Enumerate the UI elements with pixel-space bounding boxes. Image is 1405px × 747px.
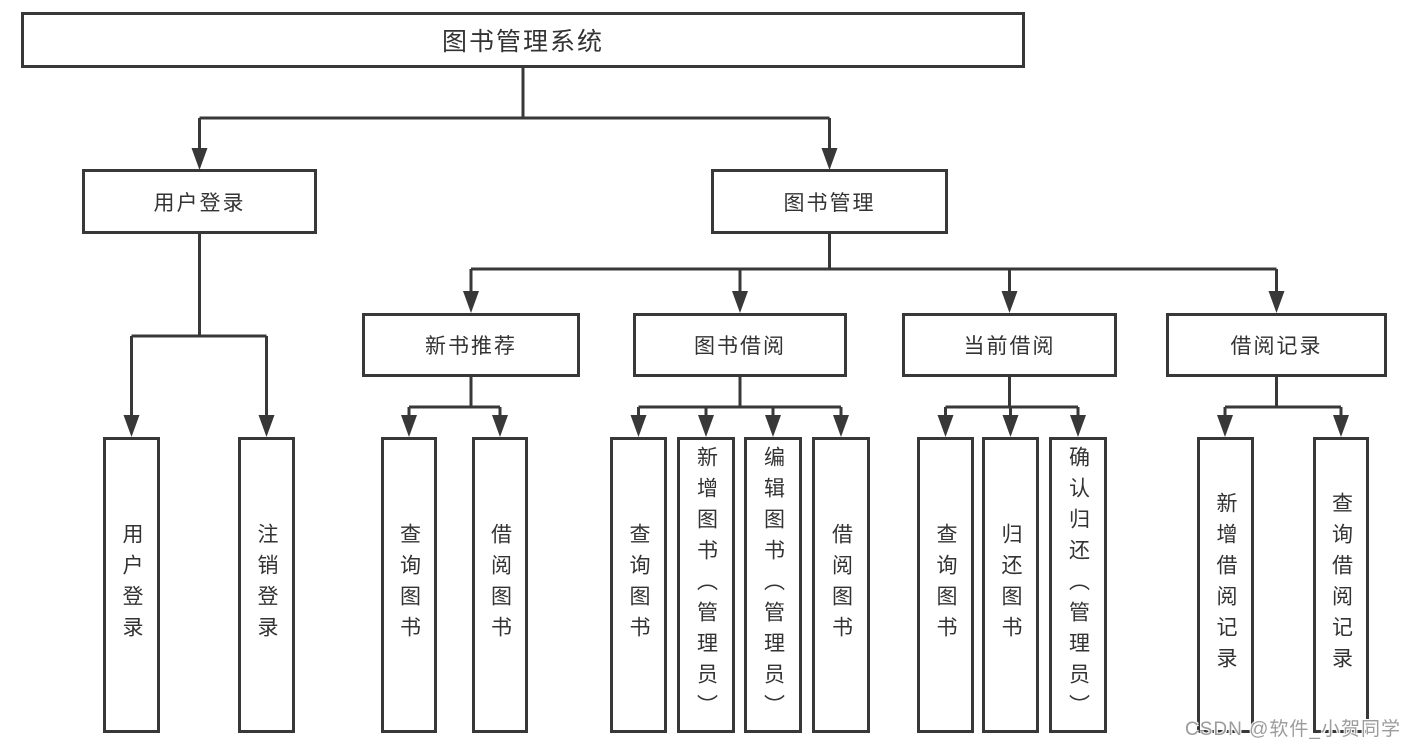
arrowhead-icon: [1002, 415, 1019, 437]
tree-edge-lines: [130, 68, 1343, 420]
node-book-management: 图书管理: [711, 169, 948, 234]
leaf-rec-borrow-book-label: 借阅图书: [488, 523, 512, 647]
arrowhead-icon: [1001, 291, 1018, 313]
node-root-label: 图书管理系统: [441, 28, 604, 56]
csdn-watermark: CSDN @软件_小贺同学: [1185, 719, 1401, 740]
leaf-br-query-record: 查询借阅记录: [1313, 437, 1369, 733]
arrowhead-icon: [1070, 415, 1086, 437]
leaf-br-query-record-label: 查询借阅记录: [1329, 492, 1353, 678]
node-new-book-recommend-label: 新书推荐: [425, 335, 517, 358]
leaf-cb-confirm-return-admin-label: 确认归还（管理员）: [1066, 445, 1090, 725]
arrowhead-icon: [1268, 291, 1285, 313]
leaf-logout: 注销登录: [238, 437, 295, 733]
arrowhead-icon: [937, 415, 954, 437]
arrowhead-icon: [765, 415, 781, 437]
arrowhead-icon: [492, 415, 508, 437]
node-book-management-label: 图书管理: [783, 191, 876, 215]
leaf-bb-borrow-book-label: 借阅图书: [829, 523, 853, 647]
node-new-book-recommend: 新书推荐: [362, 313, 580, 377]
leaf-bb-borrow-book: 借阅图书: [812, 437, 870, 733]
leaf-user-login: 用户登录: [103, 437, 160, 733]
leaf-user-login-label: 用户登录: [120, 523, 143, 647]
arrowhead-icon: [833, 415, 849, 437]
node-borrow-records: 借阅记录: [1166, 313, 1387, 377]
arrowhead-icon: [463, 291, 479, 313]
leaf-rec-query-book-label: 查询图书: [397, 523, 421, 647]
leaf-br-add-record: 新增借阅记录: [1197, 437, 1254, 733]
node-book-borrow-label: 图书借阅: [694, 335, 786, 358]
node-current-borrow-label: 当前借阅: [963, 335, 1056, 358]
leaf-bb-add-book-admin-label: 新增图书（管理员）: [694, 445, 718, 725]
arrowhead-icon: [1333, 415, 1349, 437]
leaf-logout-label: 注销登录: [255, 523, 278, 647]
leaf-br-add-record-label: 新增借阅记录: [1214, 492, 1237, 678]
node-current-borrow: 当前借阅: [902, 313, 1117, 377]
leaf-cb-return-book: 归还图书: [982, 437, 1039, 733]
node-book-borrow: 图书借阅: [633, 313, 847, 377]
node-user-login: 用户登录: [82, 169, 317, 234]
arrowhead-icon: [821, 148, 838, 170]
leaf-cb-confirm-return-admin: 确认归还（管理员）: [1049, 437, 1107, 733]
node-borrow-records-label: 借阅记录: [1230, 335, 1323, 358]
node-root: 图书管理系统: [21, 12, 1025, 68]
arrowhead-icon: [191, 148, 208, 170]
arrowhead-group: [123, 148, 1349, 437]
leaf-bb-query-book: 查询图书: [610, 437, 667, 733]
node-user-login-label: 用户登录: [153, 191, 246, 215]
leaf-rec-query-book: 查询图书: [381, 437, 437, 733]
leaf-bb-edit-book-admin: 编辑图书（管理员）: [744, 437, 802, 733]
leaf-cb-query-book-label: 查询图书: [934, 523, 957, 647]
leaf-rec-borrow-book: 借阅图书: [472, 437, 528, 733]
arrowhead-icon: [1217, 415, 1233, 437]
arrowhead-icon: [630, 415, 647, 437]
arrowhead-icon: [732, 291, 748, 313]
arrowhead-icon: [698, 415, 714, 437]
leaf-bb-add-book-admin: 新增图书（管理员）: [677, 437, 735, 733]
arrowhead-icon: [123, 415, 140, 437]
leaf-cb-query-book: 查询图书: [917, 437, 974, 733]
arrowhead-icon: [401, 415, 417, 437]
leaf-bb-edit-book-admin-label: 编辑图书（管理员）: [761, 445, 785, 725]
arrowhead-icon: [258, 415, 275, 437]
leaf-bb-query-book-label: 查询图书: [627, 523, 650, 647]
leaf-cb-return-book-label: 归还图书: [999, 523, 1022, 647]
